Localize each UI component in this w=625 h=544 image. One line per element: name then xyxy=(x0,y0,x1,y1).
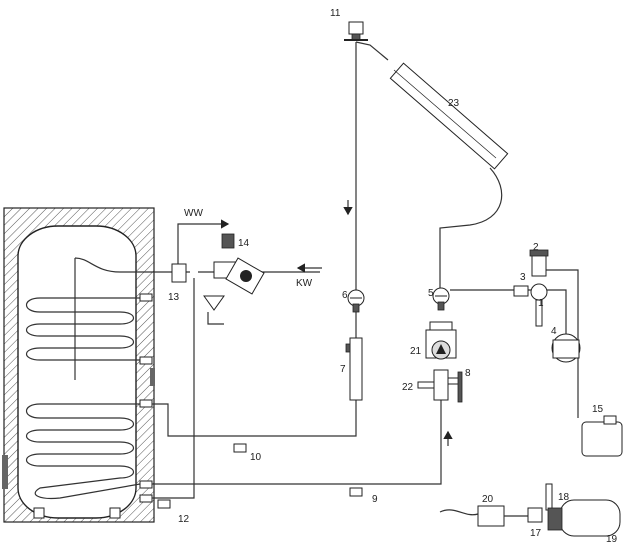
tank-foot-left xyxy=(33,507,45,519)
port-lower-coil-in xyxy=(139,399,153,408)
label-6: 6 xyxy=(342,290,348,301)
port-lower-coil-out xyxy=(139,480,153,489)
label-7: 7 xyxy=(340,364,346,375)
label-20: 20 xyxy=(482,494,494,505)
label-5: 5 xyxy=(428,288,434,299)
tank-flange-left xyxy=(2,455,8,489)
label-22: 22 xyxy=(402,382,414,393)
filling-pump xyxy=(439,483,621,537)
label-13: 13 xyxy=(168,292,180,303)
lower-coil xyxy=(25,403,141,500)
label-10: 10 xyxy=(250,452,262,463)
label-11: 11 xyxy=(330,8,341,19)
expansion-tank xyxy=(551,333,581,363)
label-21: 21 xyxy=(410,346,422,357)
label-9: 9 xyxy=(372,494,378,505)
label-1: 1 xyxy=(538,298,544,309)
label-15: 15 xyxy=(592,404,604,415)
safety-group xyxy=(513,249,549,327)
port-upper-coil-in xyxy=(139,293,153,302)
air-vent xyxy=(344,21,368,41)
port-cold-inlet xyxy=(139,494,153,503)
label-4: 4 xyxy=(551,326,557,337)
storage-tank xyxy=(2,207,160,523)
ball-valve-5 xyxy=(432,287,450,311)
label-2: 2 xyxy=(533,242,539,253)
port-upper-coil-out xyxy=(139,356,153,365)
tempering-and-safety xyxy=(171,233,265,325)
flow-meter xyxy=(345,337,363,401)
upper-coil xyxy=(25,297,140,361)
tank-flange-right xyxy=(150,368,155,386)
ball-valve-6 xyxy=(347,289,365,313)
solar-collector xyxy=(389,62,509,170)
hot-water-label: WW xyxy=(184,208,203,219)
label-3: 3 xyxy=(520,272,526,283)
label-19: 19 xyxy=(606,534,618,544)
drain-taps xyxy=(157,443,363,509)
label-8: 8 xyxy=(465,368,471,379)
label-23: 23 xyxy=(448,98,460,109)
label-18: 18 xyxy=(558,492,570,503)
label-17: 17 xyxy=(530,528,542,539)
circulation-pump xyxy=(425,321,457,360)
collection-canister xyxy=(581,415,623,457)
cold-water-label: KW xyxy=(296,278,313,289)
fill-drain-valves xyxy=(417,369,463,403)
label-12: 12 xyxy=(178,514,190,525)
tank-foot-right xyxy=(109,507,121,519)
tank-vessel xyxy=(17,225,137,519)
label-14: 14 xyxy=(238,238,250,249)
